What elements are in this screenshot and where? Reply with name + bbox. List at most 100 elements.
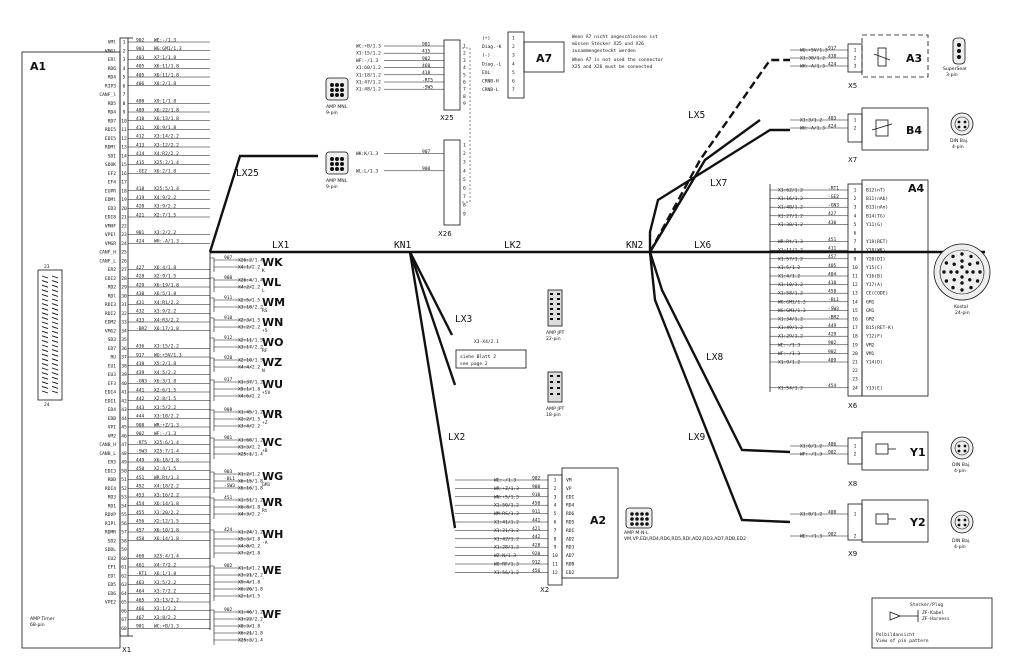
splice-sub: K [262, 268, 265, 274]
b4-sensor-symbol [871, 119, 893, 137]
a1-pin-name: SD2 [108, 538, 117, 544]
a1-wire-number: 412 [136, 134, 145, 140]
a1-connector-pin-mark [51, 372, 59, 376]
a4-wire-dest: X1:30/1.2 [778, 222, 803, 228]
a1-wire-number: 908 [136, 422, 145, 428]
a2-pin-number: 5 [554, 511, 557, 517]
a2-wire-dest: X1:21/1.2 [494, 528, 519, 534]
a1-wire-number: 917 [136, 352, 145, 358]
a7-pin-name: CRNB-L [482, 87, 499, 93]
small-wire-dest: WU:+5V/1.3 [800, 48, 828, 54]
a2-wire-number: 441 [532, 517, 541, 523]
a1-connector-pin-mark [41, 321, 49, 325]
a1-wire-dest: X6:4/1.8 [154, 265, 176, 271]
a1-pin-name: ED5 [108, 582, 117, 588]
a7-pin-name: Diag.-K [482, 44, 502, 50]
splice-bracket [210, 529, 215, 558]
a1-pin-name: CANB_L [99, 451, 116, 457]
x26-label: X26 [438, 230, 452, 238]
x1-pin-number: 52 [121, 486, 127, 492]
splice-code: WR [262, 408, 283, 421]
lx5-dashed-branch [648, 58, 790, 253]
kostal-pin [975, 279, 980, 283]
splice-wire-dest: X26:4/1.4 [238, 278, 263, 284]
a1-wire-number: 456 [136, 519, 145, 525]
splice-sub: RS [262, 308, 268, 314]
a4-pin-name: Y17(A) [866, 282, 883, 288]
a1-wire-dest: X3:9/2.2 [154, 204, 176, 210]
a1-pin-name: VPI [108, 425, 117, 431]
legend-harness: ZF-Harness [922, 616, 950, 622]
x6-pin-number: 14 [852, 299, 858, 305]
a1-wire-number: -SW3 [136, 449, 147, 455]
x1-pin-number: 8 [123, 101, 126, 107]
a4-wire-number: -GN3 [828, 203, 839, 209]
kostal-pin [955, 270, 959, 274]
x1-pin-number: 23 [121, 232, 127, 238]
a1-wire-dest: WH:-A/1.3 [154, 239, 179, 245]
a2-pin-name: ED2 [566, 570, 575, 576]
a1-wire-number: 430 [136, 291, 145, 297]
x6-pin-number: 15 [852, 308, 858, 314]
x25-block [443, 39, 461, 111]
a1-pin-name: EDI3 [105, 468, 116, 474]
a1-connector-pin-mark [41, 376, 49, 380]
splice-wire-dest: X5:3/1.8 [238, 537, 260, 543]
x1-pin-number: 40 [121, 381, 127, 387]
x1-pin-number: 6 [123, 83, 126, 89]
a1-pin-name: SDI [108, 153, 117, 159]
x1-pin-number: 56 [121, 521, 127, 527]
x1-pin-number: 29 [121, 285, 127, 291]
a2-wire-dest: WO:RF/1.3 [494, 562, 519, 568]
x1-pin-number: 21 [121, 215, 127, 221]
a1-wire-number: 465 [136, 597, 145, 603]
a1-wire-number: 436 [136, 344, 145, 350]
splice-bracket [210, 497, 215, 519]
x1-pin-number: 4 [123, 66, 126, 72]
y2-plug-pins: 4-pin [954, 544, 966, 550]
a1-pins: 68-pin [30, 622, 45, 628]
splice-wire-dest: X2:3/1.5 [238, 318, 260, 324]
b4-label: B4 [906, 124, 922, 137]
small-wire-number: 917 [828, 45, 837, 51]
splice-wire-dest: X2:5/1.5 [238, 298, 260, 304]
bundle-lx5: LX5 [688, 110, 705, 121]
splice-wire-dest: X6:15/1.8 [238, 479, 263, 485]
a1-wire-dest: X9:1/1.8 [154, 99, 176, 105]
a4-wire-number: 902 [828, 349, 837, 355]
a4-wire-number: 451 [828, 237, 837, 243]
x1-pin-number: 62 [121, 573, 127, 579]
connector-wire-number: 907 [422, 149, 431, 155]
a1-wire-number: 408 [136, 99, 145, 105]
splice-code: WR [262, 496, 283, 509]
a1-wire-dest: X5:2/1.8 [154, 361, 176, 367]
x1-pin-number: 60 [121, 556, 127, 562]
a4-pin-name: B13(nAn) [866, 205, 888, 211]
splice-wire-number: 917 [224, 377, 233, 383]
a2-pin-name: RD5 [566, 520, 575, 526]
connector-wire-dest: X1:60/1.2 [356, 65, 381, 71]
a2-wire-number: 450 [532, 501, 541, 507]
a2-pin-number: 7 [554, 528, 557, 534]
kostal-pin [942, 270, 946, 274]
splice-wire-dest: X4:4/2.2 [238, 365, 260, 371]
a4-wire-dest: X1:62/1.2 [778, 188, 803, 194]
splice-code: WK [262, 256, 283, 269]
a4-wire-number: -BL1 [828, 297, 839, 303]
pin-number: 8 [463, 203, 466, 209]
a1-connector-pin-mark [51, 339, 59, 343]
a1-wire-dest: X8:2/1.8 [154, 81, 176, 87]
a1-wire-dest: X3:2/2.2 [154, 230, 176, 236]
y1-plug: DIN Baj. [952, 462, 971, 468]
x1-pin-number: 13 [121, 145, 127, 151]
a1-pin-name: EDI1 [105, 398, 116, 404]
a4-pin-name: VM2 [866, 342, 875, 348]
connector-wire-number: 902 [422, 56, 431, 62]
a1-connector-pin-mark [41, 362, 49, 366]
pin-number: 2 [463, 51, 466, 57]
a2-wire-dest: X1:28/1.2 [494, 545, 519, 551]
x1-pin-number: 45 [121, 425, 127, 431]
a1-wire-dest: WR:Rt/1.3 [154, 475, 179, 481]
a1-wire-number: 414 [136, 151, 145, 157]
splice-code: WZ [262, 356, 282, 369]
